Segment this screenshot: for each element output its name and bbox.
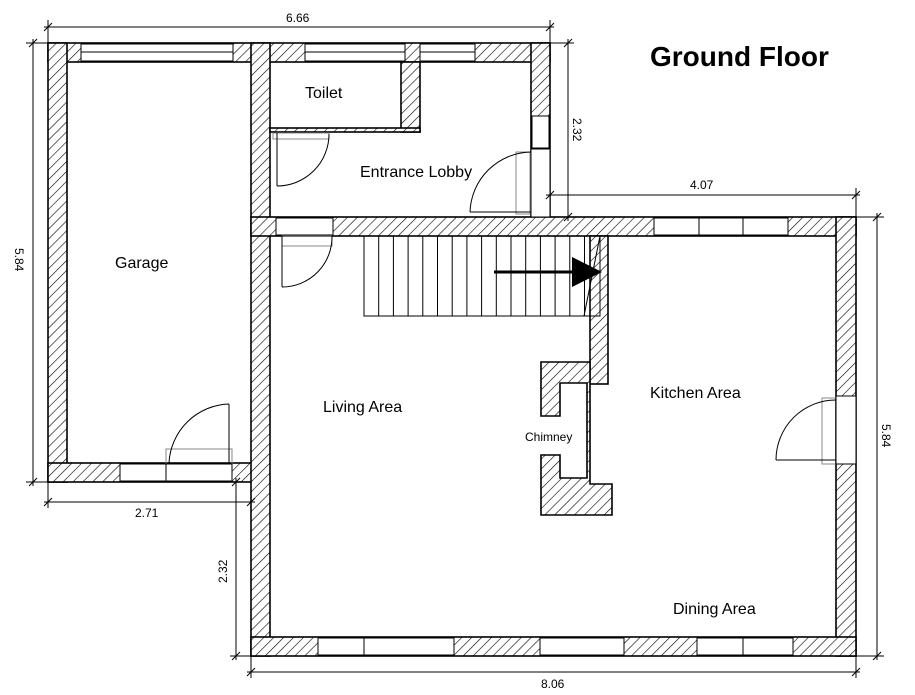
window-living-bottom-1: [317, 637, 455, 656]
room-label-kitchen-area: Kitchen Area: [650, 385, 741, 402]
dimension-top-width: 6.66: [286, 11, 310, 25]
chimney-block: [540, 361, 613, 516]
room-label-entrance-lobby: Entrance Lobby: [360, 164, 472, 181]
walls: [47, 42, 857, 657]
wall-garage-right: [250, 42, 271, 657]
doors: [165, 132, 857, 482]
room-label-dining-area: Dining Area: [673, 601, 756, 618]
dimension-right-height: 5.84: [879, 424, 893, 448]
wall-toilet-right: [400, 61, 421, 133]
staircase: [363, 235, 602, 317]
room-label-chimney: Chimney: [525, 430, 572, 444]
wall-stair-partition: [589, 235, 609, 385]
window-lobby-side: [531, 115, 550, 149]
dimension-left-height: 5.84: [12, 248, 26, 272]
room-label-living-area: Living Area: [323, 399, 402, 416]
plan-title: Ground Floor: [650, 41, 829, 72]
window-kitchen-top: [653, 217, 789, 236]
dimension-kitchen-width: 4.07: [690, 178, 714, 192]
dimension-lobby-height: 2.32: [570, 118, 584, 142]
dimension-garage-width: 2.71: [135, 506, 159, 520]
window-dining-bottom: [696, 637, 794, 656]
dimension-bottom-width: 8.06: [541, 677, 565, 691]
wall-toilet-bottom: [269, 127, 421, 133]
windows: [80, 43, 794, 656]
room-label-toilet: Toilet: [305, 85, 343, 102]
room-label-garage: Garage: [115, 255, 168, 272]
window-garage-bottom: [119, 463, 167, 482]
dimension-living-offset: 2.32: [216, 559, 230, 583]
dimension-lines: [26, 20, 884, 678]
window-living-bottom-2: [539, 637, 625, 656]
wall-garage-left: [47, 42, 68, 483]
